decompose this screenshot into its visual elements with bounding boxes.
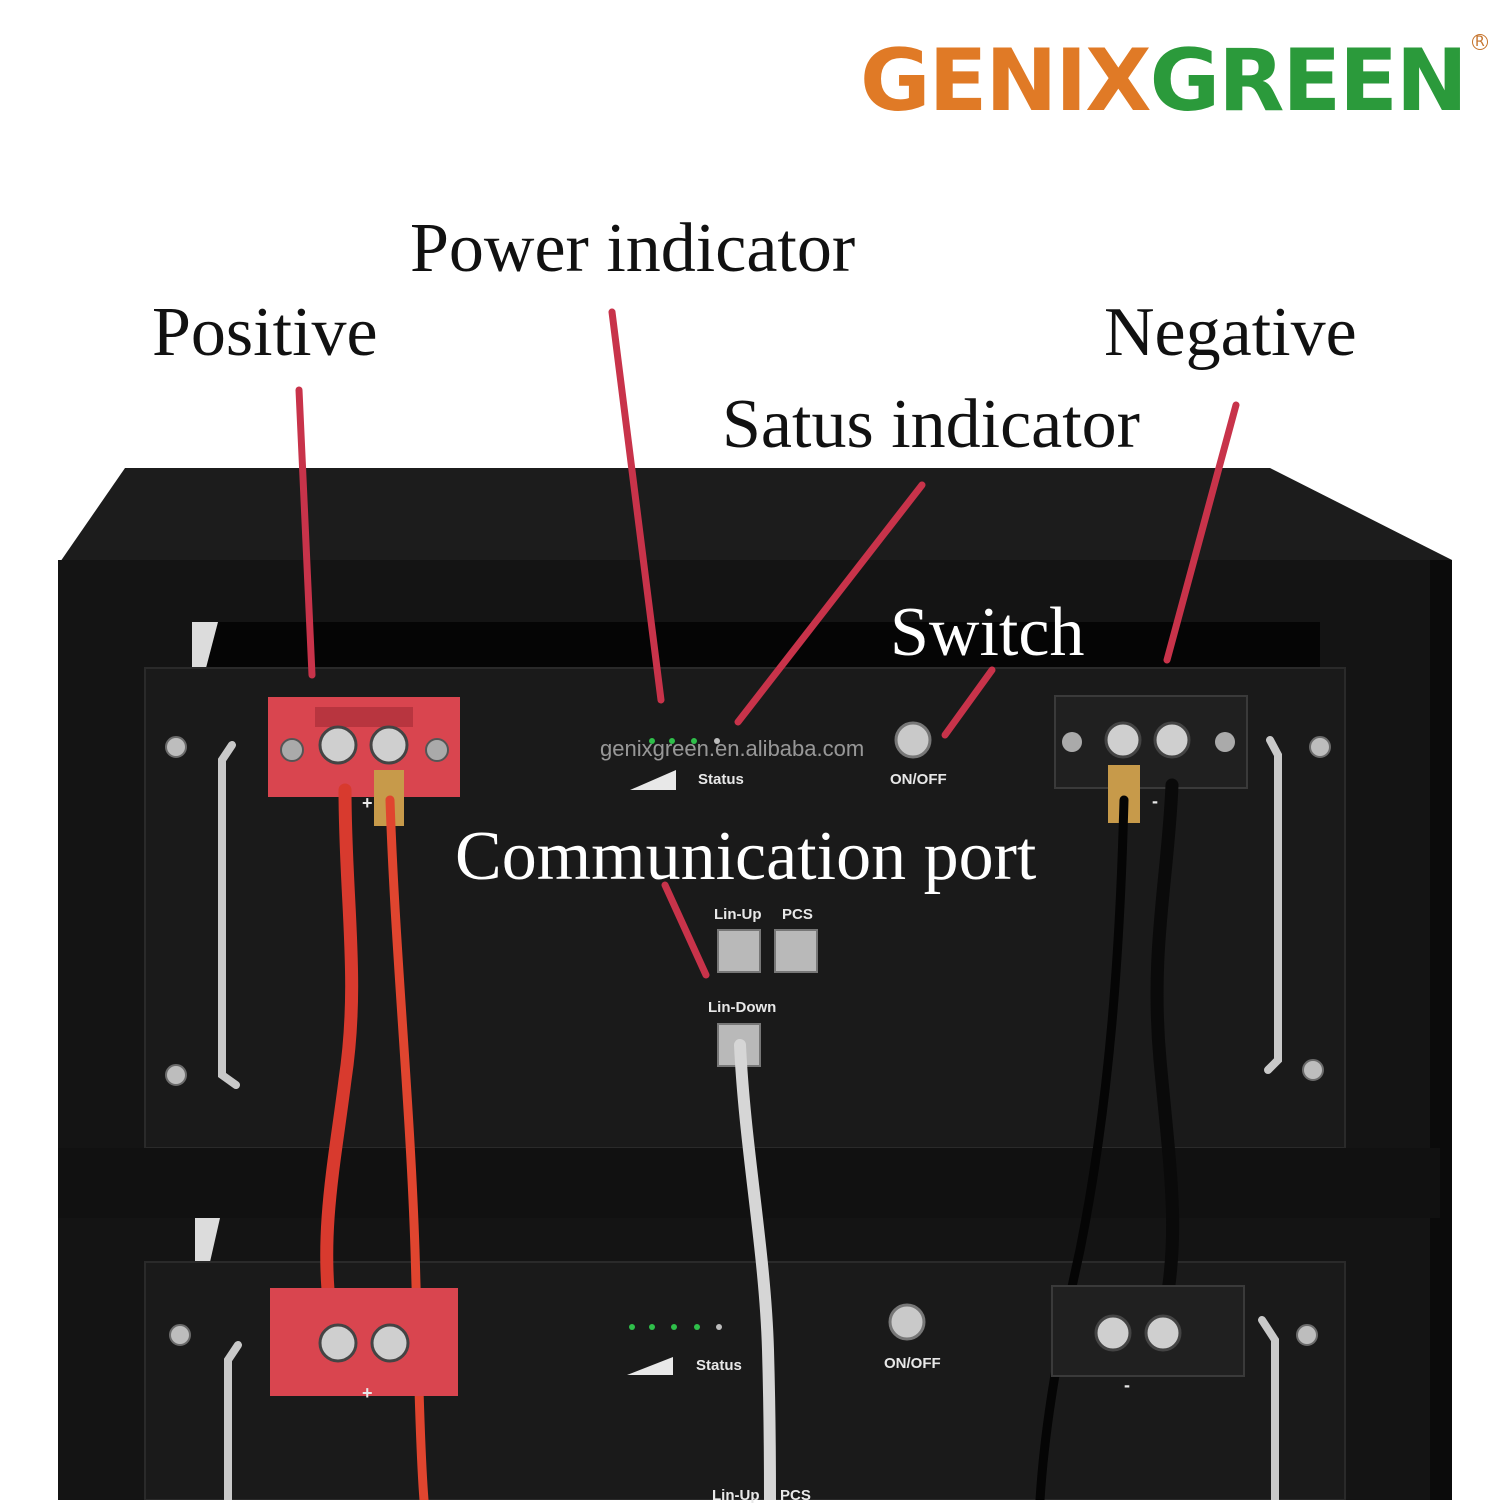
registered-mark: R xyxy=(1471,34,1488,50)
label-status-indicator: Satus indicator xyxy=(722,386,1140,463)
negative-terminal-block-lower xyxy=(1051,1285,1245,1377)
pointer-lines xyxy=(295,308,1240,979)
lower-status-label: Status xyxy=(696,1357,742,1374)
lower-lin-up-label: Lin-Up xyxy=(712,1487,760,1504)
pointer-switch xyxy=(941,666,996,739)
upper-soc-wedge xyxy=(630,770,676,790)
upper-plus-sign: + xyxy=(362,793,373,813)
upper-onoff-label: ON/OFF xyxy=(890,771,947,788)
communication-cable xyxy=(734,1039,776,1500)
lower-soc-wedge xyxy=(627,1357,673,1375)
pointer-status-indicator xyxy=(734,481,926,726)
lin-up-label: Lin-Up xyxy=(714,906,762,923)
lower-led-row xyxy=(629,1324,722,1330)
negative-terminal-block-upper xyxy=(1054,695,1248,823)
cabinet-side-edge xyxy=(1430,560,1452,1500)
negative-cable-thin xyxy=(1035,795,1129,1500)
brand-part-1: GENIX xyxy=(860,31,1152,131)
label-positive: Positive xyxy=(152,294,378,371)
upper-minus-sign: - xyxy=(1152,791,1158,811)
lower-slot-gap xyxy=(195,1218,220,1262)
label-power-indicator: Power indicator xyxy=(410,210,856,287)
upper-slot-gap xyxy=(192,622,218,668)
pointer-negative xyxy=(1163,401,1240,664)
lin-up-port xyxy=(717,929,761,973)
brand-part-2: GREEN xyxy=(1149,31,1468,131)
brand-logo: GENIXGREEN R xyxy=(860,34,1488,124)
pointer-positive xyxy=(295,386,316,679)
lower-onoff-label: ON/OFF xyxy=(884,1355,941,1372)
lower-switch-button xyxy=(888,1303,926,1341)
positive-cable-thick xyxy=(320,783,359,1317)
positive-terminal-block-lower xyxy=(270,1288,458,1396)
upper-module-handles xyxy=(218,736,1282,1089)
lower-plus-sign: + xyxy=(362,1383,373,1403)
pointer-power-indicator xyxy=(608,308,665,704)
pcs-label: PCS xyxy=(782,906,813,923)
upper-led-row xyxy=(649,738,720,744)
label-negative: Negative xyxy=(1104,294,1357,371)
negative-cable-thick xyxy=(1150,778,1180,1317)
positive-cable-thin xyxy=(385,795,429,1500)
lower-minus-sign: - xyxy=(1124,1375,1130,1395)
pcs-port xyxy=(774,929,818,973)
positive-terminal-block-upper xyxy=(268,697,460,826)
lower-module-handles xyxy=(224,1316,1279,1500)
pointer-communication-port xyxy=(661,881,710,979)
watermark: genixgreen.en.alibaba.com xyxy=(600,736,865,761)
cabinet-top xyxy=(58,468,1452,565)
lower-pcs-label: PCS xyxy=(780,1487,811,1504)
upper-module-screws xyxy=(165,736,1331,1086)
lower-module-screws xyxy=(169,1324,1318,1346)
upper-status-label: Status xyxy=(698,771,744,788)
lin-down-label: Lin-Down xyxy=(708,999,777,1016)
label-communication-port: Communication port xyxy=(455,818,1037,895)
upper-slot-shadow xyxy=(192,622,1320,668)
label-switch: Switch xyxy=(890,594,1085,671)
cables xyxy=(320,778,1180,1500)
upper-switch-button xyxy=(894,721,932,759)
